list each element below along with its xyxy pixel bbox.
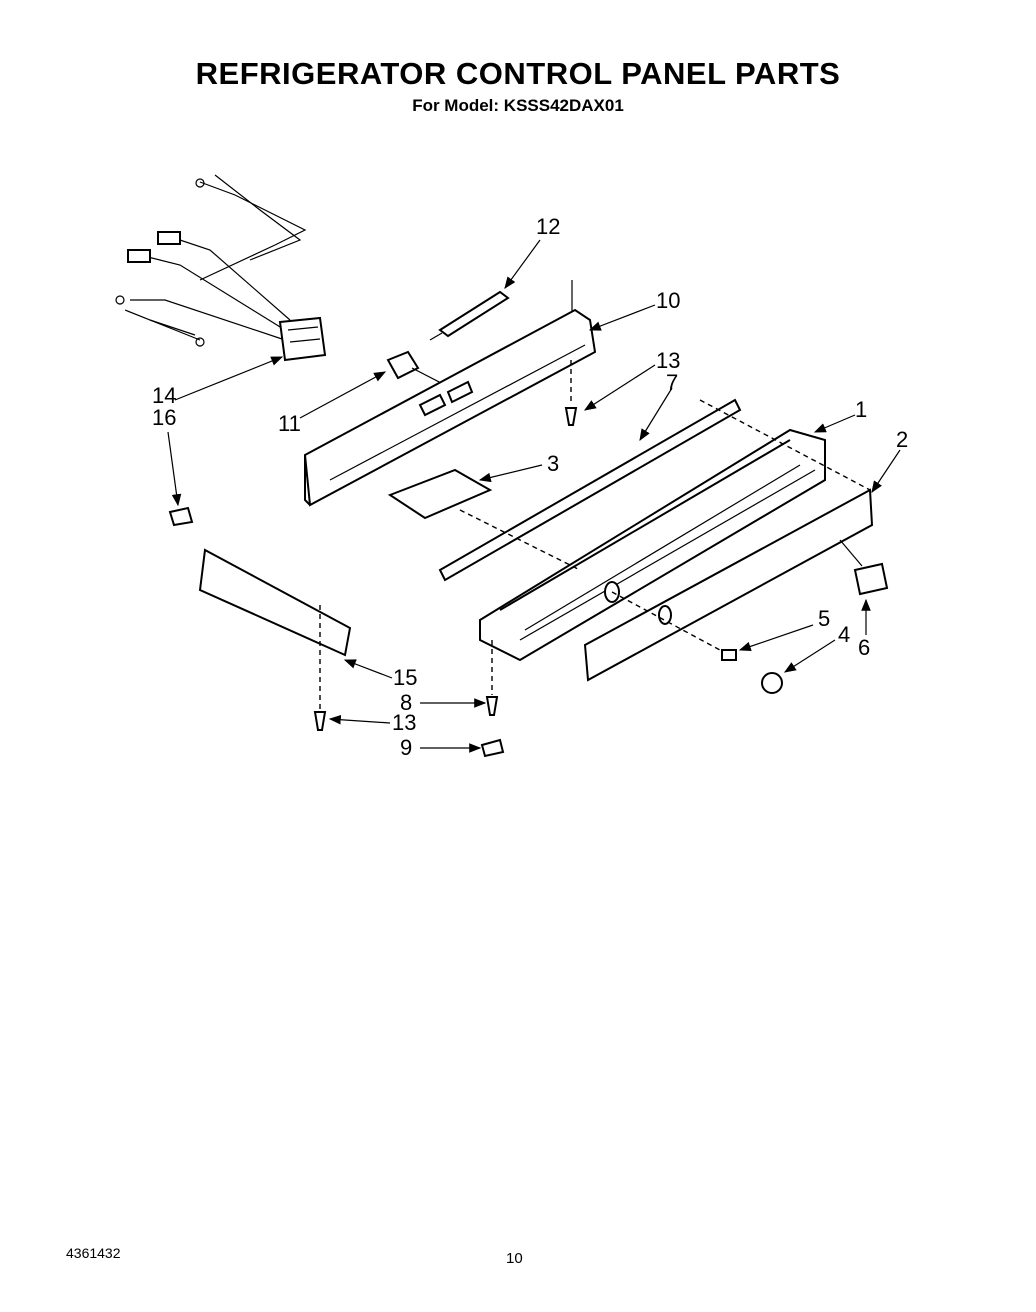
clip	[168, 506, 194, 527]
callout-12: 12	[536, 214, 560, 239]
nut-9	[480, 738, 505, 758]
lamp-clip	[721, 649, 737, 661]
leader-lines	[167, 239, 901, 753]
switch	[839, 539, 889, 596]
callout-16: 16	[152, 405, 176, 430]
callout-13-lower: 13	[392, 710, 416, 735]
callout-3: 3	[547, 451, 559, 476]
callout-2: 2	[896, 427, 908, 452]
control-thermostat	[386, 350, 446, 386]
callout-7: 7	[666, 370, 678, 395]
callout-6: 6	[858, 635, 870, 660]
control-panel-housing	[479, 428, 826, 662]
model-subtitle: For Model: KSSS42DAX01	[412, 96, 624, 115]
callout-14: 14	[152, 383, 176, 408]
callout-11: 11	[278, 411, 301, 436]
mounting-bracket	[303, 280, 597, 507]
callout-15: 15	[393, 665, 417, 690]
trim-panel	[583, 488, 874, 682]
callout-4: 4	[838, 622, 850, 647]
gasket-strip	[438, 398, 742, 582]
thermostat-sensor	[429, 290, 510, 341]
screw-13-upper	[564, 360, 578, 426]
front-trim	[198, 548, 352, 710]
callout-1: 1	[855, 397, 867, 422]
knob	[761, 672, 783, 694]
callout-9: 9	[400, 735, 412, 760]
callout-10: 10	[656, 288, 680, 313]
callout-labels: 1 2 3 4 5 6 7 8 9 10 11 12 13 13 14 15 1…	[152, 214, 908, 760]
callout-13-upper: 13	[656, 348, 680, 373]
page-title: REFRIGERATOR CONTROL PANEL PARTS	[195, 56, 841, 91]
callout-5: 5	[818, 606, 830, 631]
wiring-harness	[115, 174, 327, 362]
control-label	[387, 468, 493, 520]
screw-8	[485, 640, 499, 716]
document-number: 4361432	[66, 1245, 121, 1261]
screw-13-lower	[313, 711, 327, 731]
callout-8: 8	[400, 690, 412, 715]
page-number: 10	[506, 1250, 523, 1267]
